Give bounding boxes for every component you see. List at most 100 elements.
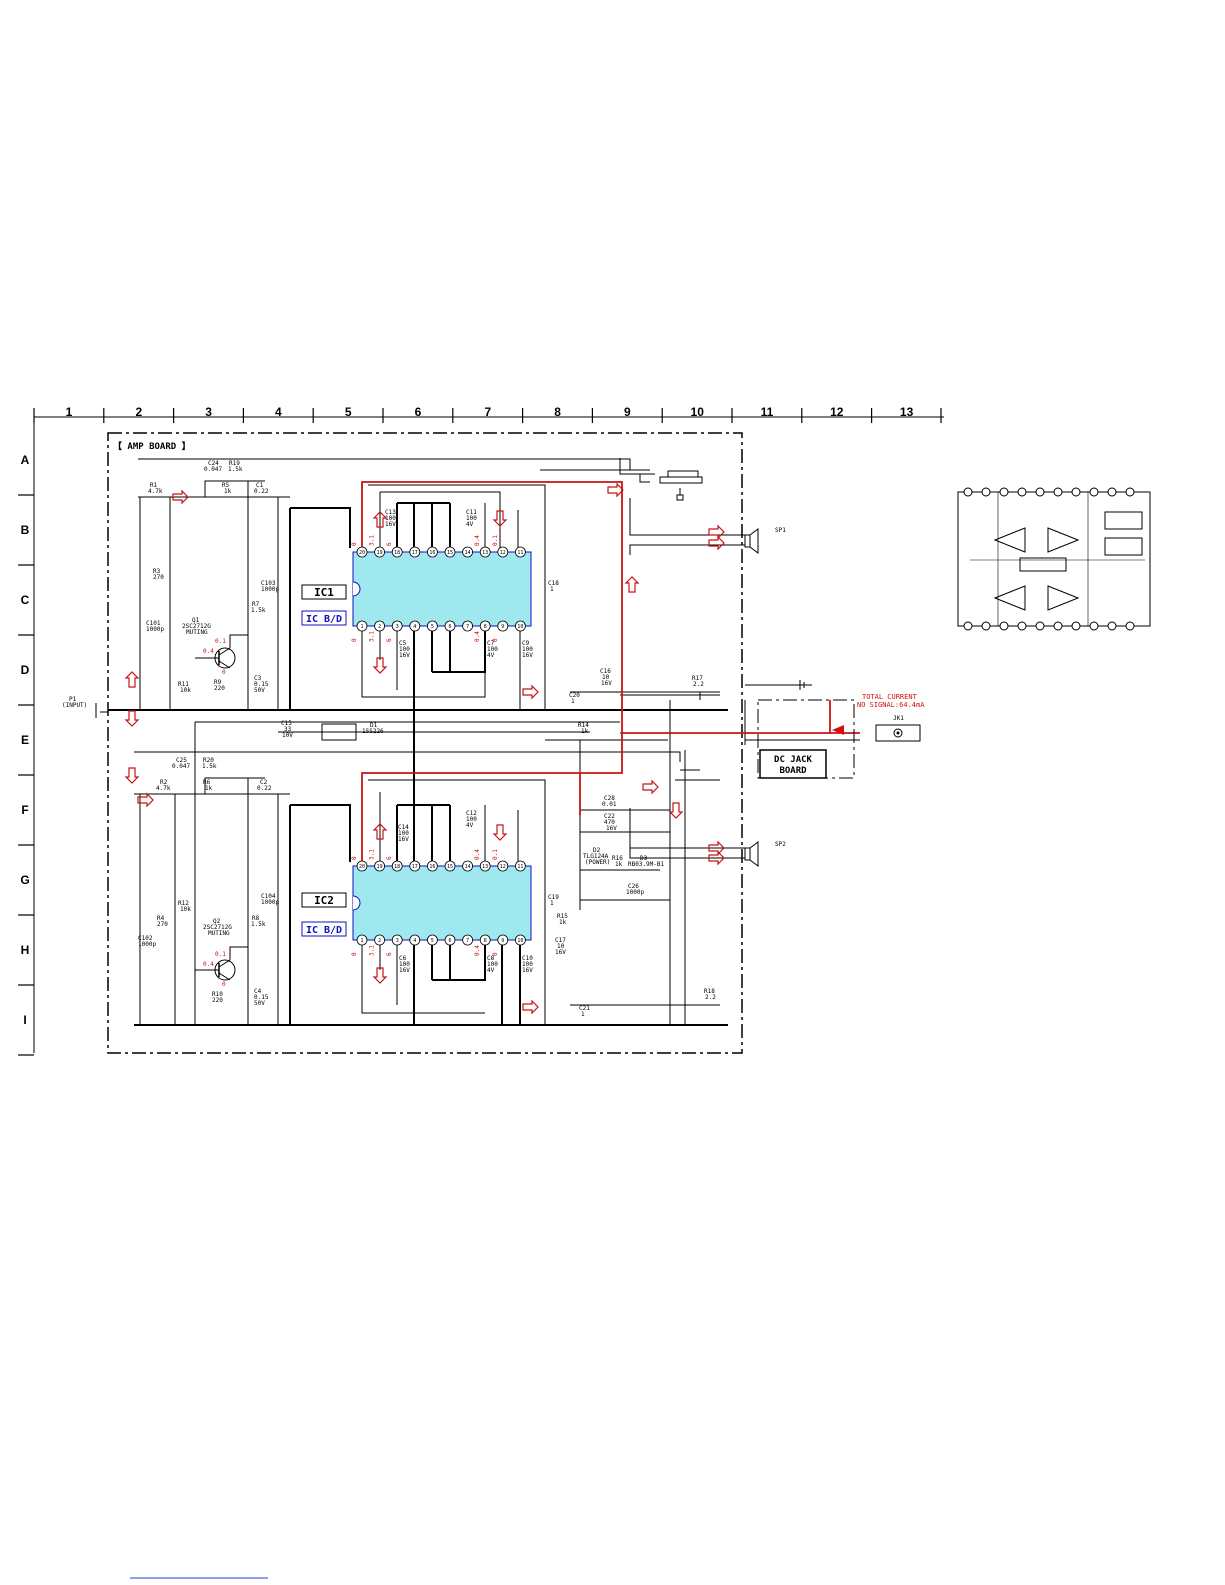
c104-value: 1000p [261, 899, 279, 906]
grid-row-label: E [21, 733, 29, 747]
c103-value: 1000p [261, 586, 279, 593]
q2-emitter-volt: 0 [222, 981, 226, 988]
c11-value: 100 [466, 515, 477, 522]
r8-value: 1.5k [251, 921, 266, 928]
power-path [361, 481, 860, 862]
ic-pin-number: 10 [517, 624, 523, 630]
dc-jack-label-1: DC JACK [774, 755, 813, 765]
c19-value: 1 [550, 900, 554, 907]
ic-pin-voltage: 6 [386, 638, 393, 642]
ic-pin-voltage: 0.4 [474, 945, 481, 956]
c20-label: C20 [569, 692, 580, 699]
c13-label: C13 [385, 509, 396, 516]
ic-pin [374, 546, 386, 558]
q1-func: MUTING [186, 629, 208, 636]
block-pin [1107, 621, 1117, 631]
c14-label: C14 [398, 824, 409, 831]
d1-part: 1SS226 [362, 728, 384, 735]
r10-value: 220 [212, 997, 223, 1004]
r18-value: 2.2 [705, 994, 716, 1001]
c2-label: C2 [260, 779, 268, 786]
c15-volt: 10V [282, 732, 293, 739]
ic-pin-number: 8 [484, 624, 487, 630]
ic-pin-voltage: 0 [492, 952, 499, 956]
jk1-label: JK1 [893, 715, 904, 722]
signal-arrow-icon [642, 779, 659, 795]
ic-pin [479, 934, 491, 946]
ic-pin [391, 860, 403, 872]
grid-col-label: 8 [554, 405, 561, 419]
ic-pin-number: 8 [484, 938, 487, 944]
ic-pin-voltage: 0 [351, 856, 358, 860]
r14-value: 1k [581, 728, 589, 735]
dc-jack-label-2: BOARD [779, 766, 807, 776]
block-pin [1053, 487, 1063, 497]
d2-func: (POWER) [585, 859, 610, 866]
ic-pin-number: 4 [413, 624, 416, 630]
ic-pin [391, 934, 403, 946]
ic-pin [515, 620, 526, 632]
grid-col-label: 13 [900, 405, 914, 419]
ic-pin-number: 7 [466, 938, 469, 944]
grid-col-label: 11 [761, 405, 774, 419]
c15-value: 33 [284, 726, 292, 733]
ic-pin-number: 3 [396, 938, 399, 944]
current-arrow-icon [832, 725, 844, 735]
r17-label: R17 [692, 675, 703, 682]
r16-value: 1k [615, 861, 623, 868]
c26-label: C26 [628, 883, 639, 890]
ic-pin [409, 546, 421, 558]
block-pin [1017, 487, 1027, 497]
c13-value: 100 [385, 515, 396, 522]
d2-part: TLG124A [583, 853, 609, 860]
no-signal-note: NO SIGNAL:64.4mA [857, 701, 925, 709]
signal-arrow-icon [124, 710, 140, 727]
c22-label: C22 [604, 813, 615, 820]
c2-value: 0.22 [257, 785, 272, 792]
ic-pin [426, 546, 438, 558]
ic-pin [444, 620, 456, 632]
q2-transistor [195, 946, 248, 981]
grid-col-label: 3 [205, 405, 212, 419]
ic-pin-number: 15 [447, 550, 453, 556]
grid-col-label: 6 [415, 405, 422, 419]
dc-jack-board: DC JACK BOARD [757, 680, 921, 779]
c104-label: C104 [261, 893, 276, 900]
c21-label: C21 [579, 1005, 590, 1012]
ic2-label: IC2 [314, 894, 334, 907]
c19-label: C19 [548, 894, 559, 901]
component-labels: R1 4.7k C24 0.047 R19 1.5k R5 1k C1 0.22… [62, 460, 904, 1018]
c17-label: C17 [555, 937, 566, 944]
ic-pin-number: 1 [360, 624, 363, 630]
amp-board-outline [107, 432, 743, 1054]
signal-arrow-icon [607, 482, 624, 498]
ic-pin-voltage: 6 [386, 952, 393, 956]
grid-row-label: G [20, 873, 29, 887]
c17-value: 10 [557, 943, 565, 950]
c12-volt: 4V [466, 822, 474, 829]
grid-col-label: 1 [66, 405, 73, 419]
c102-value: 1000p [138, 941, 156, 948]
c16-label: C16 [600, 668, 611, 675]
ic-pin [409, 860, 421, 872]
r9-value: 220 [214, 685, 225, 692]
ic-pin [356, 934, 368, 946]
signal-arrow-icon [172, 489, 189, 505]
grid-row-label: C [21, 593, 30, 607]
c11-label: C11 [466, 509, 477, 516]
block-pin [1071, 621, 1081, 631]
sp1-speaker [744, 528, 759, 554]
block-pin [963, 487, 973, 497]
ic2-sublabel: IC B/D [306, 925, 342, 936]
c9-label: C9 [522, 640, 530, 647]
ic-pin-number: 20 [359, 550, 365, 556]
ic1-label: IC1 [314, 586, 334, 599]
ic-pin-voltage: 6 [386, 856, 393, 860]
ic-pin [444, 546, 456, 558]
r11-label: R11 [178, 681, 189, 688]
c7-value: 100 [487, 646, 498, 653]
c22-value: 470 [604, 819, 615, 826]
